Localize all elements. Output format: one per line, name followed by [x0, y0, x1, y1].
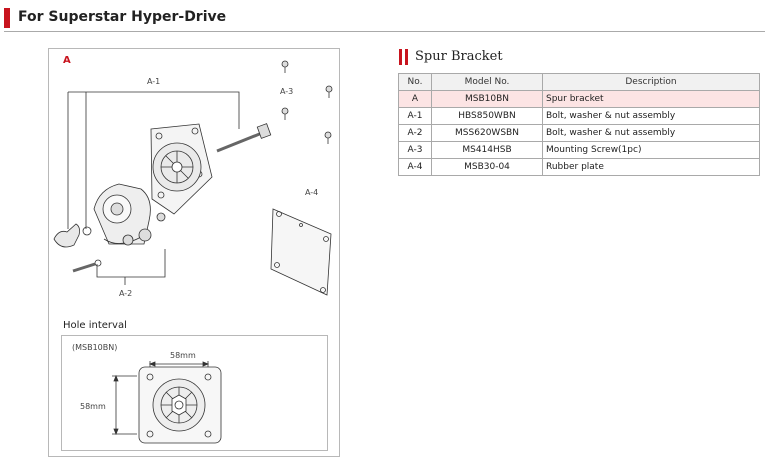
header-description: Description: [542, 73, 760, 91]
cell-description: Mounting Screw(1pc): [542, 141, 760, 159]
cell-model: MS414HSB: [431, 141, 543, 159]
cell-description: Spur bracket: [542, 90, 760, 108]
label-a1: A-1: [147, 77, 161, 86]
spec-table: No. Model No. Description A MSB10BN Spur…: [398, 73, 760, 176]
spec-header: Spur Bracket: [398, 47, 758, 69]
cell-description: Bolt, washer & nut assembly: [542, 107, 760, 125]
spec-title: Spur Bracket: [415, 49, 503, 64]
section-rule: [4, 31, 765, 32]
header-no: No.: [398, 73, 432, 91]
hole-interval-drawing: [112, 361, 222, 444]
table-row: A-4 MSB30-04 Rubber plate: [398, 158, 760, 176]
table-row: A-1 HBS850WBN Bolt, washer & nut assembl…: [398, 107, 760, 125]
section-header: For Superstar Hyper-Drive: [4, 6, 765, 32]
cell-model: MSB30-04: [431, 158, 543, 176]
hole-height-label: 58mm: [80, 402, 106, 411]
spur-bracket-body: [93, 183, 166, 246]
cell-description: Rubber plate: [542, 158, 760, 176]
label-a4: A-4: [305, 188, 319, 197]
section-title: For Superstar Hyper-Drive: [18, 9, 227, 25]
header-model: Model No.: [431, 73, 543, 91]
small-bolt: [72, 259, 102, 273]
cell-no: A-3: [398, 141, 432, 159]
table-row: A MSB10BN Spur bracket: [398, 90, 760, 108]
table-row: A-3 MS414HSB Mounting Screw(1pc): [398, 141, 760, 159]
table-row: A-2 MSS620WSBN Bolt, washer & nut assemb…: [398, 124, 760, 142]
hole-interval-model: (MSB10BN): [72, 343, 118, 352]
label-a2: A-2: [119, 289, 133, 298]
hole-interval-title: Hole interval: [63, 320, 127, 331]
table-header-row: No. Model No. Description: [398, 73, 760, 91]
cell-no: A: [398, 90, 432, 108]
hole-interval-box: (MSB10BN) 58mm 58mm: [61, 335, 328, 451]
cell-model: HBS850WBN: [431, 107, 543, 125]
cell-model: MSS620WSBN: [431, 124, 543, 142]
cell-no: A-2: [398, 124, 432, 142]
mounting-base-plate: [150, 123, 213, 215]
rubber-plate: [270, 208, 332, 296]
cell-model: MSB10BN: [431, 90, 543, 108]
cell-no: A-4: [398, 158, 432, 176]
label-a3: A-3: [280, 87, 294, 96]
cell-no: A-1: [398, 107, 432, 125]
diagram-letter: A: [63, 55, 71, 66]
hole-width-label: 58mm: [170, 351, 196, 360]
long-bolt: [216, 123, 272, 153]
exploded-view-drawing: [53, 60, 333, 296]
wing-nut: [53, 223, 92, 248]
mounting-screws: [281, 60, 333, 144]
section-marker: [4, 8, 10, 28]
spec-marker: [405, 49, 408, 65]
exploded-diagram: A: [48, 48, 340, 457]
cell-description: Bolt, washer & nut assembly: [542, 124, 760, 142]
spec-marker: [399, 49, 402, 65]
